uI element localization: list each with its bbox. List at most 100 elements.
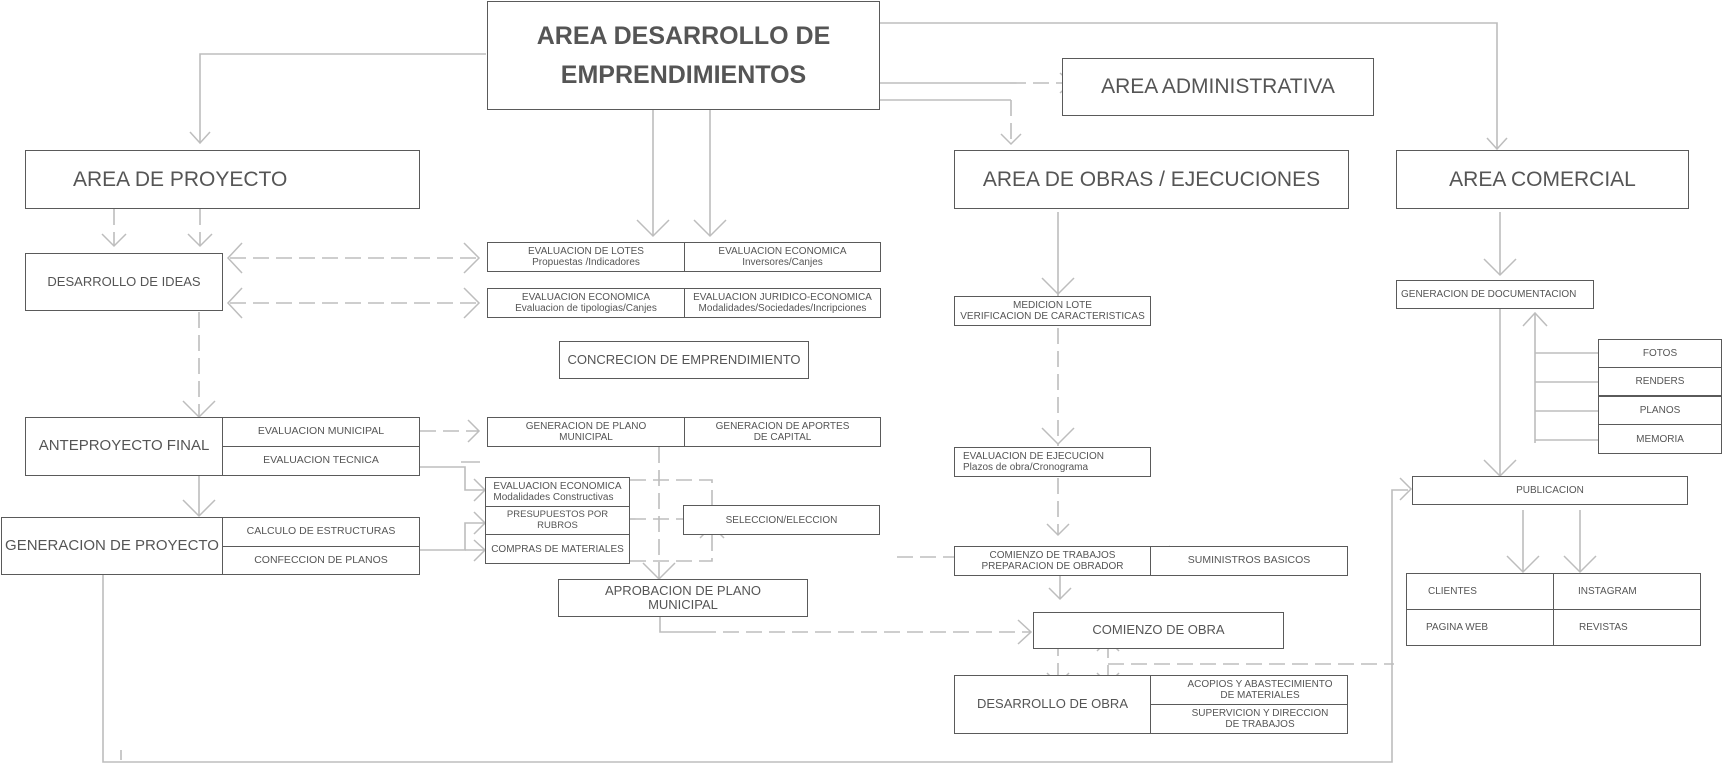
node-label: SUMINISTROS BASICOS [1187, 554, 1311, 567]
node-area-proyecto[interactable]: AREA DE PROYECTO [25, 150, 420, 209]
node-presupuestos-rubros[interactable]: PRESUPUESTOS POR RUBROS [485, 506, 630, 535]
node-publicacion[interactable]: PUBLICACION [1412, 476, 1688, 505]
node-canal-revistas[interactable]: REVISTAS [1553, 609, 1701, 646]
arrowhead [1483, 258, 1517, 277]
connector-evaltec-eco [420, 466, 484, 491]
node-doc-renders[interactable]: RENDERS [1598, 367, 1722, 396]
node-canal-pagina-web[interactable]: PAGINA WEB [1406, 609, 1554, 646]
node-desarrollo-obra[interactable]: DESARROLLO DE OBRA [954, 675, 1151, 734]
arrowhead [467, 419, 481, 443]
arrowhead [1048, 587, 1072, 601]
node-doc-fotos[interactable]: FOTOS [1598, 339, 1722, 368]
node-calculo-estructuras[interactable]: CALCULO DE ESTRUCTURAS [222, 517, 420, 547]
node-anteproyecto-final[interactable]: ANTEPROYECTO FINAL [25, 417, 223, 476]
node-label: GENERACION DE PROYECTO [5, 536, 219, 554]
node-label: INSTAGRAM [1578, 586, 1637, 597]
node-compras-materiales[interactable]: COMPRAS DE MATERIALES [485, 534, 630, 564]
node-label: PUBLICACION [1516, 485, 1584, 496]
node-line1: COMIENZO DE TRABAJOS [989, 550, 1116, 561]
connector-eco-sel [630, 479, 713, 516]
node-label: PAGINA WEB [1426, 622, 1489, 633]
node-concrecion-emprendimiento[interactable]: CONCRECION DE EMPRENDIMIENTO [559, 341, 809, 379]
node-canal-clientes[interactable]: CLIENTES [1406, 573, 1554, 610]
node-label: COMPRAS DE MATERIALES [491, 543, 624, 555]
arrowhead [1486, 137, 1508, 151]
node-line2: DE MATERIALES [1220, 690, 1300, 701]
arrowhead [226, 287, 243, 319]
arrowhead [101, 233, 127, 248]
arrowhead [693, 219, 727, 238]
connector-compras-sel [630, 526, 713, 562]
node-suministros-basicos[interactable]: SUMINISTROS BASICOS [1150, 546, 1348, 576]
node-label: DESARROLLO DE OBRA [977, 696, 1128, 712]
node-label: CALCULO DE ESTRUCTURAS [246, 525, 396, 538]
node-comienzo-obra[interactable]: COMIENZO DE OBRA [1033, 612, 1284, 649]
node-label: FOTOS [1642, 348, 1678, 359]
node-area-administrativa[interactable]: AREA ADMINISTRATIVA [1062, 58, 1374, 116]
node-line2: MUNICIPAL [559, 432, 613, 443]
node-evaluacion-tecnica[interactable]: EVALUACION TECNICA [222, 446, 420, 476]
node-subtitle: Inversores/Canjes [742, 257, 823, 268]
node-line2: DE TRABAJOS [1225, 719, 1295, 730]
node-label: PRESUPUESTOS POR RUBROS [506, 509, 609, 531]
node-canal-instagram[interactable]: INSTAGRAM [1553, 573, 1701, 610]
arrowhead [636, 219, 670, 238]
node-label: EVALUACION TECNICA [263, 454, 379, 467]
node-label: DESARROLLO DE IDEAS [47, 273, 201, 289]
node-label: CLIENTES [1428, 586, 1477, 597]
node-line1: APROBACION DE PLANO [604, 582, 762, 598]
node-label: COMIENZO DE OBRA [1092, 622, 1225, 638]
node-subtitle: Modalidades/Sociedades/Incripciones [698, 303, 867, 314]
arrowhead [1041, 277, 1075, 296]
arrowhead [1017, 619, 1033, 645]
node-doc-planos[interactable]: PLANOS [1598, 396, 1722, 425]
node-generacion-documentacion[interactable]: GENERACION DE DOCUMENTACION [1396, 280, 1594, 309]
node-label: PLANOS [1639, 405, 1681, 416]
node-title: EVALUACION ECONOMICA [718, 246, 847, 257]
node-doc-memoria[interactable]: MEMORIA [1598, 424, 1722, 454]
arrowhead [1000, 133, 1022, 146]
node-generacion-proyecto[interactable]: GENERACION DE PROYECTO [1, 517, 223, 575]
node-confeccion-planos[interactable]: CONFECCION DE PLANOS [222, 546, 420, 575]
node-title: EVALUACION JURIDICO-ECONOMICA [693, 292, 872, 303]
node-area-desarrollo-emprendimientos[interactable]: AREA DESARROLLO DE EMPRENDIMIENTOS [487, 1, 880, 110]
node-line1: MEDICION LOTE [1013, 300, 1092, 311]
arrowhead [1563, 555, 1597, 574]
node-line2: VERIFICACION DE CARACTERISTICAS [960, 311, 1145, 322]
node-label: EVALUACION MUNICIPAL [257, 425, 385, 438]
node-line1: ACOPIOS Y ABASTECIMIENTO [1187, 679, 1333, 690]
connector-gen-publicacion [102, 489, 1408, 763]
node-line1: GENERACION DE APORTES [715, 421, 850, 432]
node-evaluacion-municipal[interactable]: EVALUACION MUNICIPAL [222, 417, 420, 447]
node-area-comercial[interactable]: AREA COMERCIAL [1396, 150, 1689, 209]
node-label: GENERACION DE DOCUMENTACION [1401, 289, 1577, 300]
node-line1: SUPERVICION Y DIRECCION [1191, 708, 1329, 719]
node-line2: MUNICIPAL [648, 597, 718, 612]
arrowhead [463, 287, 481, 319]
node-subtitle: Evaluacion de tipologias/Canjes [515, 303, 657, 314]
node-area-obras-ejecuciones[interactable]: AREA DE OBRAS / EJECUCIONES [954, 150, 1349, 209]
node-title-line2: EMPRENDIMIENTOS [560, 60, 807, 89]
node-subtitle: Plazos de obra/Cronograma [963, 462, 1089, 473]
node-seleccion-eleccion[interactable]: SELECCION/ELECCION [683, 505, 880, 535]
node-title: EVALUACION DE EJECUCION [963, 451, 1104, 462]
node-label: AREA DE PROYECTO [73, 167, 288, 191]
arrowhead [463, 242, 481, 274]
node-desarrollo-ideas[interactable]: DESARROLLO DE IDEAS [25, 253, 223, 311]
node-label: ANTEPROYECTO FINAL [38, 437, 210, 455]
node-subtitle: Modalidades Constructivas [493, 492, 614, 503]
